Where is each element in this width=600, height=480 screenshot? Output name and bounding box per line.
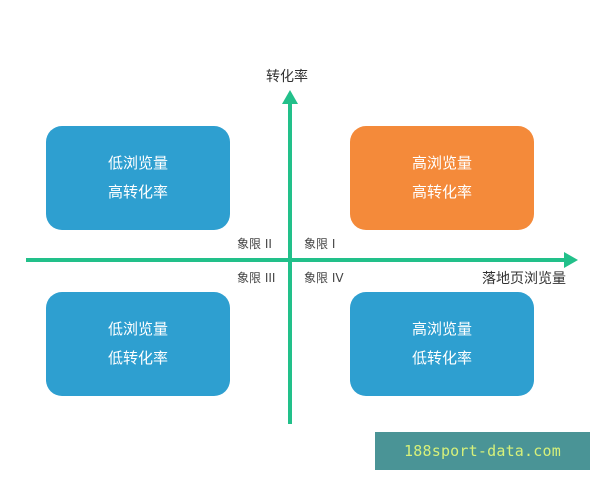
box-line-views: 低浏览量 — [107, 320, 168, 338]
box-line-views: 低浏览量 — [107, 154, 168, 172]
box-line-conversion: 低转化率 — [411, 349, 472, 367]
quadrant-1-label: 象限 I — [304, 237, 336, 251]
box-line-conversion: 低转化率 — [107, 349, 168, 367]
y-axis-line — [288, 100, 292, 424]
x-axis-line — [26, 258, 566, 262]
box-line-conversion: 高转化率 — [411, 183, 472, 201]
quadrant-4-label: 象限 IV — [304, 271, 344, 285]
quadrant-box-top-right: 高浏览量 高转化率 — [350, 126, 534, 230]
y-axis-arrow-icon — [282, 90, 298, 104]
x-axis-label: 落地页浏览量 — [482, 271, 566, 287]
quadrant-box-bottom-right: 高浏览量 低转化率 — [350, 292, 534, 396]
quadrant-box-top-left: 低浏览量 高转化率 — [46, 126, 230, 230]
y-axis-label: 转化率 — [266, 69, 308, 85]
quadrant-3-label: 象限 III — [237, 271, 276, 285]
quadrant-box-bottom-left: 低浏览量 低转化率 — [46, 292, 230, 396]
quadrant-2-label: 象限 II — [237, 237, 272, 251]
watermark-text: 188sport-data.com — [404, 442, 561, 460]
box-line-conversion: 高转化率 — [107, 183, 168, 201]
x-axis-arrow-icon — [564, 252, 578, 268]
box-line-views: 高浏览量 — [411, 154, 472, 172]
box-line-views: 高浏览量 — [411, 320, 472, 338]
watermark-banner: 188sport-data.com — [375, 432, 590, 470]
